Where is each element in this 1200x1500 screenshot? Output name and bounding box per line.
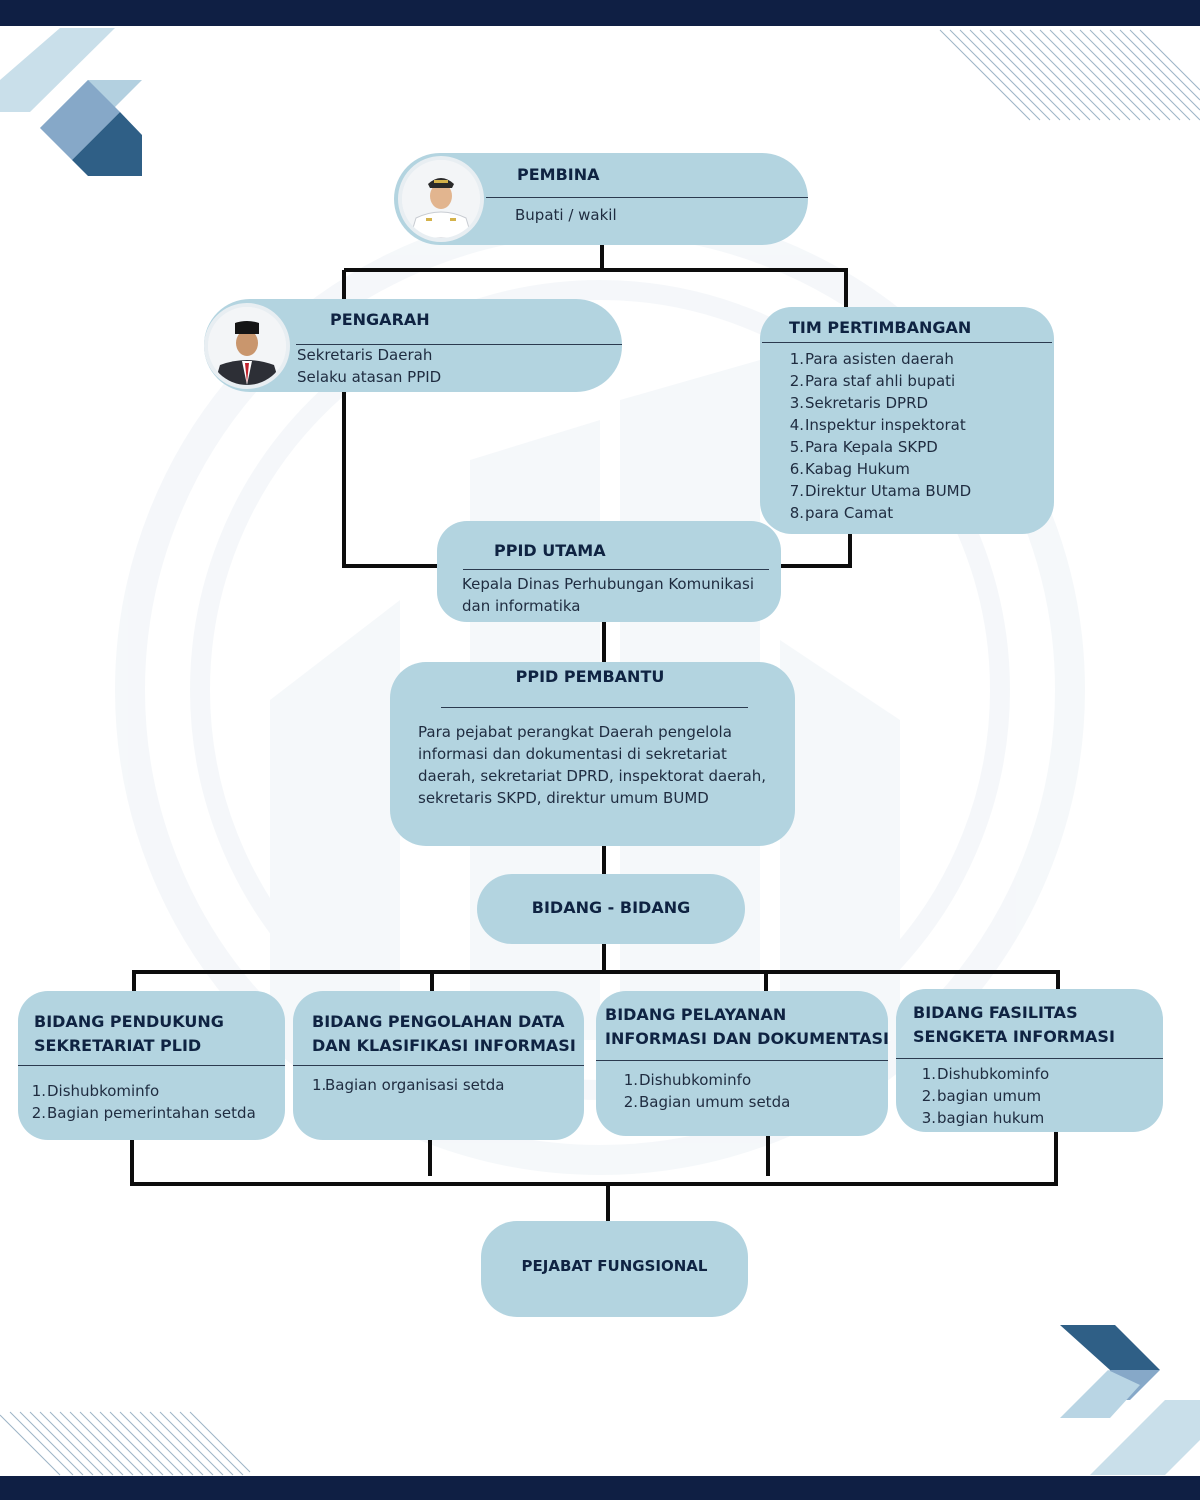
list-item: 1.Dishubkominfo <box>623 1071 752 1089</box>
bidang1-title-line2: SEKRETARIAT PLID <box>34 1036 202 1055</box>
list-item: 5.Para Kepala SKPD <box>789 438 938 456</box>
chevron-top-left-icon <box>0 28 142 176</box>
ppid-utama-line2: dan informatika <box>462 597 581 615</box>
node-bidang-pelayanan: BIDANG PELAYANAN INFORMASI DAN DOKUMENTA… <box>596 991 889 1136</box>
bidang3-divider <box>596 1060 888 1061</box>
node-tim-pertimbangan: TIM PERTIMBANGAN 1.Para asisten daerah 2… <box>760 307 1054 534</box>
list-item: 3.Sekretaris DPRD <box>789 394 929 412</box>
ppid-utama-divider <box>463 569 769 570</box>
bidang4-divider <box>896 1058 1163 1059</box>
pengarah-line1: Sekretaris Daerah <box>297 346 433 364</box>
chevron-bottom-right-icon <box>1060 1325 1200 1475</box>
list-item: 3.bagian hukum <box>921 1109 1045 1127</box>
ppid-utama-title: PPID UTAMA <box>494 541 606 560</box>
list-item: 1.Bagian organisasi setda <box>312 1076 505 1094</box>
pengarah-title: PENGARAH <box>330 310 430 329</box>
fungsional-title: PEJABAT FUNGSIONAL <box>521 1257 708 1275</box>
node-ppid-pembantu: PPID PEMBANTU Para pejabat perangkat Dae… <box>390 662 795 846</box>
person-icon <box>208 307 286 385</box>
list-item: 7.Direktur Utama BUMD <box>789 482 972 500</box>
bidang3-title-line2: INFORMASI DAN DOKUMENTASI <box>605 1029 889 1048</box>
node-ppid-utama: PPID UTAMA Kepala Dinas Perhubungan Komu… <box>437 521 781 622</box>
bottom-bar <box>0 1476 1200 1500</box>
tim-title: TIM PERTIMBANGAN <box>789 318 972 337</box>
bidang2-list: 1.Bagian organisasi setda <box>312 1074 505 1096</box>
ppid-pembantu-desc: Para pejabat perangkat Daerah pengelola … <box>418 723 767 807</box>
node-bidang: BIDANG - BIDANG <box>477 874 745 944</box>
ppid-utama-line1: Kepala Dinas Perhubungan Komunikasi <box>462 575 754 593</box>
list-item: 8.para Camat <box>789 504 894 522</box>
list-item: 2.Bagian umum setda <box>623 1093 791 1111</box>
bidang4-title-line2: SENGKETA INFORMASI <box>913 1027 1115 1046</box>
ppid-pembantu-divider <box>441 707 748 708</box>
hatch-bottom-left-icon <box>0 1411 251 1476</box>
node-pembina: PEMBINA Bupati / wakil <box>394 153 808 245</box>
pengarah-divider <box>296 344 622 345</box>
list-item: 1.Dishubkominfo <box>921 1065 1050 1083</box>
connector-lines <box>130 244 1060 1222</box>
bidang4-list: 1.Dishubkominfo 2.bagian umum 3.bagian h… <box>920 1063 1049 1129</box>
person-icon <box>402 160 480 238</box>
list-item: 2.Bagian pemerintahan setda <box>31 1104 256 1122</box>
node-pejabat-fungsional: PEJABAT FUNGSIONAL <box>481 1221 748 1317</box>
bidang2-title-line2: DAN KLASIFIKASI INFORMASI <box>312 1036 576 1055</box>
list-item: 6.Kabag Hukum <box>789 460 910 478</box>
list-item: 2.Para staf ahli bupati <box>789 372 956 390</box>
bidang3-title-line1: BIDANG PELAYANAN <box>605 1005 787 1024</box>
top-bar <box>0 0 1200 26</box>
bidang1-divider <box>18 1065 285 1066</box>
avatar-pembina <box>398 156 484 242</box>
bidang4-title-line1: BIDANG FASILITAS <box>913 1003 1078 1022</box>
node-pengarah: PENGARAH Sekretaris Daerah Selaku atasan… <box>204 299 622 392</box>
node-bidang-fasilitas: BIDANG FASILITAS SENGKETA INFORMASI 1.Di… <box>896 989 1163 1132</box>
avatar-pengarah <box>204 303 290 389</box>
bidang-title: BIDANG - BIDANG <box>531 898 691 917</box>
list-item: 2.bagian umum <box>921 1087 1042 1105</box>
node-bidang-pengolahan: BIDANG PENGOLAHAN DATA DAN KLASIFIKASI I… <box>293 991 584 1140</box>
pengarah-line2: Selaku atasan PPID <box>297 368 442 386</box>
tim-divider <box>762 342 1052 343</box>
list-item: 4.Inspektur inspektorat <box>789 416 966 434</box>
ppid-pembantu-title: PPID PEMBANTU <box>515 667 665 686</box>
bidang3-list: 1.Dishubkominfo 2.Bagian umum setda <box>622 1069 791 1113</box>
bidang2-title-line1: BIDANG PENGOLAHAN DATA <box>312 1012 565 1031</box>
pembina-divider <box>486 197 808 198</box>
bidang1-title-line1: BIDANG PENDUKUNG <box>34 1012 224 1031</box>
tim-list: 1.Para asisten daerah 2.Para staf ahli b… <box>788 348 972 524</box>
bidang1-list: 1.Dishubkominfo 2.Bagian pemerintahan se… <box>30 1080 256 1124</box>
hatch-top-right-icon <box>939 29 1200 121</box>
pembina-title: PEMBINA <box>517 165 600 184</box>
pembina-desc: Bupati / wakil <box>515 206 617 224</box>
list-item: 1.Para asisten daerah <box>789 350 954 368</box>
bidang2-divider <box>293 1065 584 1066</box>
list-item: 1.Dishubkominfo <box>31 1082 160 1100</box>
node-bidang-pendukung: BIDANG PENDUKUNG SEKRETARIAT PLID 1.Dish… <box>18 991 285 1140</box>
